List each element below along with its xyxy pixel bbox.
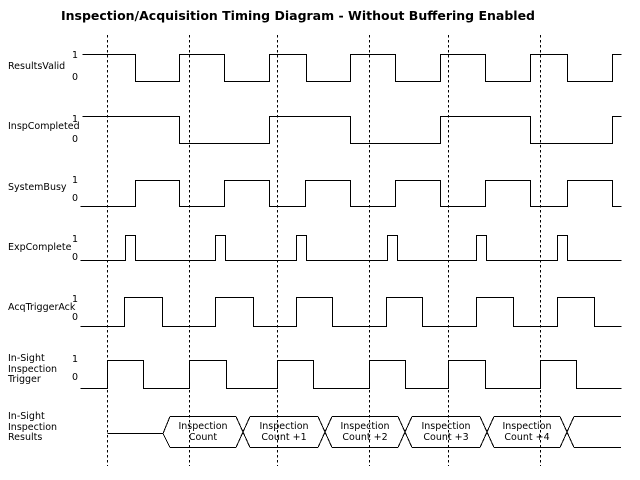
level-1-marker: 1 — [71, 234, 78, 245]
level-0-marker: 0 — [71, 134, 78, 145]
results-bus-line — [479, 416, 495, 448]
bus-segment-label-count2: Inspection Count +2 — [340, 421, 390, 443]
results-bus-line — [235, 416, 251, 448]
waveform-exp-complete — [80, 235, 622, 261]
level-0-marker: 0 — [71, 312, 78, 323]
bus-segment-label-count: Inspection Count — [178, 421, 228, 443]
level-1-marker: 1 — [71, 114, 78, 125]
results-bus-line — [559, 416, 575, 448]
bus-segment-label-count3: Inspection Count +3 — [421, 421, 471, 443]
waveform-insight-inspection-trigger — [80, 360, 622, 389]
signal-label-inspection-results: In-Sight Inspection Results — [8, 411, 58, 443]
bus-segment-label-count1: Inspection Count +1 — [259, 421, 309, 443]
level-0-marker: 0 — [71, 193, 78, 204]
level-0-marker: 0 — [71, 372, 78, 383]
waveform-system-busy — [80, 180, 622, 207]
signal-label-inspcompleted: InspCompleted — [8, 121, 80, 132]
level-1-marker: 1 — [71, 294, 78, 305]
signal-label-inspection-trigger: In-Sight Inspection Trigger — [8, 353, 58, 385]
results-bus-line — [317, 416, 333, 448]
results-bus-line — [397, 416, 413, 448]
level-1-marker: 1 — [71, 354, 78, 365]
level-1-marker: 1 — [71, 175, 78, 186]
signal-label-resultsvalid: ResultsValid — [8, 61, 66, 72]
waveform-results-valid — [82, 54, 622, 82]
waveform-insp-completed — [82, 116, 622, 144]
signal-label-expcomplete: ExpComplete — [8, 242, 72, 253]
level-0-marker: 0 — [71, 252, 78, 263]
bus-segment-label-count4: Inspection Count +4 — [502, 421, 552, 443]
level-0-marker: 0 — [71, 72, 78, 83]
level-1-marker: 1 — [71, 50, 78, 61]
signal-label-systembusy: SystemBusy — [8, 182, 67, 193]
diagram-title: Inspection/Acquisition Timing Diagram - … — [60, 8, 536, 23]
results-bus-line — [162, 416, 171, 448]
waveform-acq-trigger-ack — [80, 297, 622, 327]
signal-label-acqtriggerack: AcqTriggerAck — [8, 302, 76, 313]
